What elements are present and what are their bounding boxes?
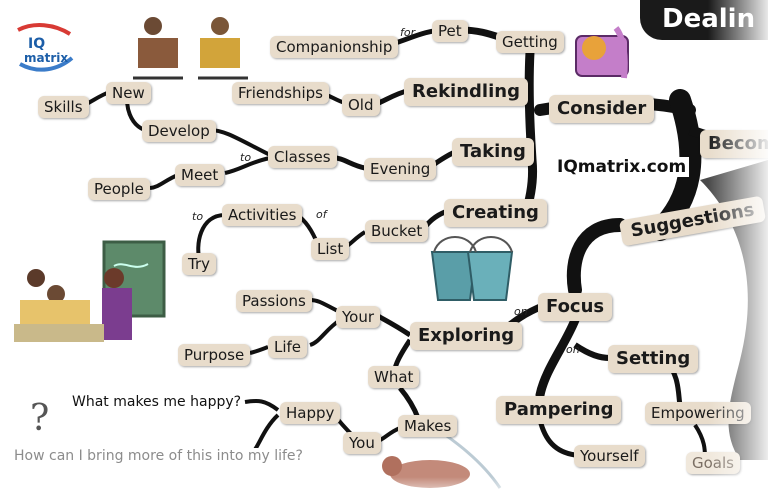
branch-happy-q1 [244,399,280,412]
node-evening[interactable]: Evening [364,158,437,180]
connector-to-2: to [192,210,204,223]
node-makes[interactable]: Makes [398,415,458,437]
node-friendships[interactable]: Friendships [232,82,329,104]
branch-exploring-your [376,313,412,338]
connector-on: on [514,305,528,318]
node-passions[interactable]: Passions [236,290,312,312]
connector-of: of [316,208,327,221]
branch-focus-down [535,315,580,400]
connector-for: for [400,26,416,39]
node-yourself[interactable]: Yourself [574,445,645,467]
website-label: IQmatrix.com [554,157,690,177]
question-bring-more: How can I bring more of this into my lif… [14,448,303,464]
page-title: Dealin [662,4,756,34]
node-bucket[interactable]: Bucket [365,220,429,242]
node-consider[interactable]: Consider [549,95,655,123]
connector-on-2: on [566,343,580,356]
node-list[interactable]: List [311,238,350,260]
node-you[interactable]: You [343,432,381,454]
question-mark-icon: ? [30,398,49,439]
trunk-branch [520,47,537,220]
node-new[interactable]: New [106,82,151,104]
buckets-illustration [430,236,514,301]
branch-yourself [537,419,576,458]
branch-people [149,173,179,190]
node-become[interactable]: Becom [700,130,768,158]
node-rekindling[interactable]: Rekindling [404,78,528,106]
connector-to: to [240,151,252,164]
branch-suggestions [566,218,627,297]
node-goals[interactable]: Goals [686,452,740,474]
node-life[interactable]: Life [268,336,308,358]
node-classes[interactable]: Classes [268,146,337,168]
node-your[interactable]: Your [336,306,381,328]
node-happy[interactable]: Happy [280,402,341,424]
pet-carrier-illustration [575,26,629,79]
node-what[interactable]: What [368,366,420,388]
branch-setting [573,342,611,361]
node-pet[interactable]: Pet [432,20,468,42]
node-develop[interactable]: Develop [142,120,216,142]
node-activities[interactable]: Activities [222,204,303,226]
node-empowering[interactable]: Empowering [645,402,751,424]
node-people[interactable]: People [88,178,150,200]
node-setting[interactable]: Setting [608,345,699,373]
branch-makes-you [379,426,401,442]
logo-line1: IQ [28,36,45,52]
seated-people-illustration [133,17,248,80]
classroom-illustration [14,240,166,342]
node-focus[interactable]: Focus [538,293,613,321]
branch-what-makes [398,386,421,419]
node-purpose[interactable]: Purpose [178,344,251,366]
branch-meet [224,156,271,175]
branch-life-purpose [249,345,269,355]
node-old[interactable]: Old [342,94,380,116]
node-meet[interactable]: Meet [175,164,225,186]
node-companionship[interactable]: Companionship [270,36,399,58]
iq-matrix-logo: IQ matrix [17,23,74,72]
question-what-makes-me-happy: What makes me happy? [72,394,242,410]
node-taking[interactable]: Taking [452,138,534,166]
svg-text:?: ? [30,398,49,439]
node-skills[interactable]: Skills [38,96,89,118]
node-exploring[interactable]: Exploring [410,322,523,350]
logo-line2: matrix [24,51,68,65]
node-creating[interactable]: Creating [444,199,547,227]
node-getting[interactable]: Getting [496,31,564,53]
node-pampering[interactable]: Pampering [496,396,622,424]
node-try[interactable]: Try [182,253,217,275]
